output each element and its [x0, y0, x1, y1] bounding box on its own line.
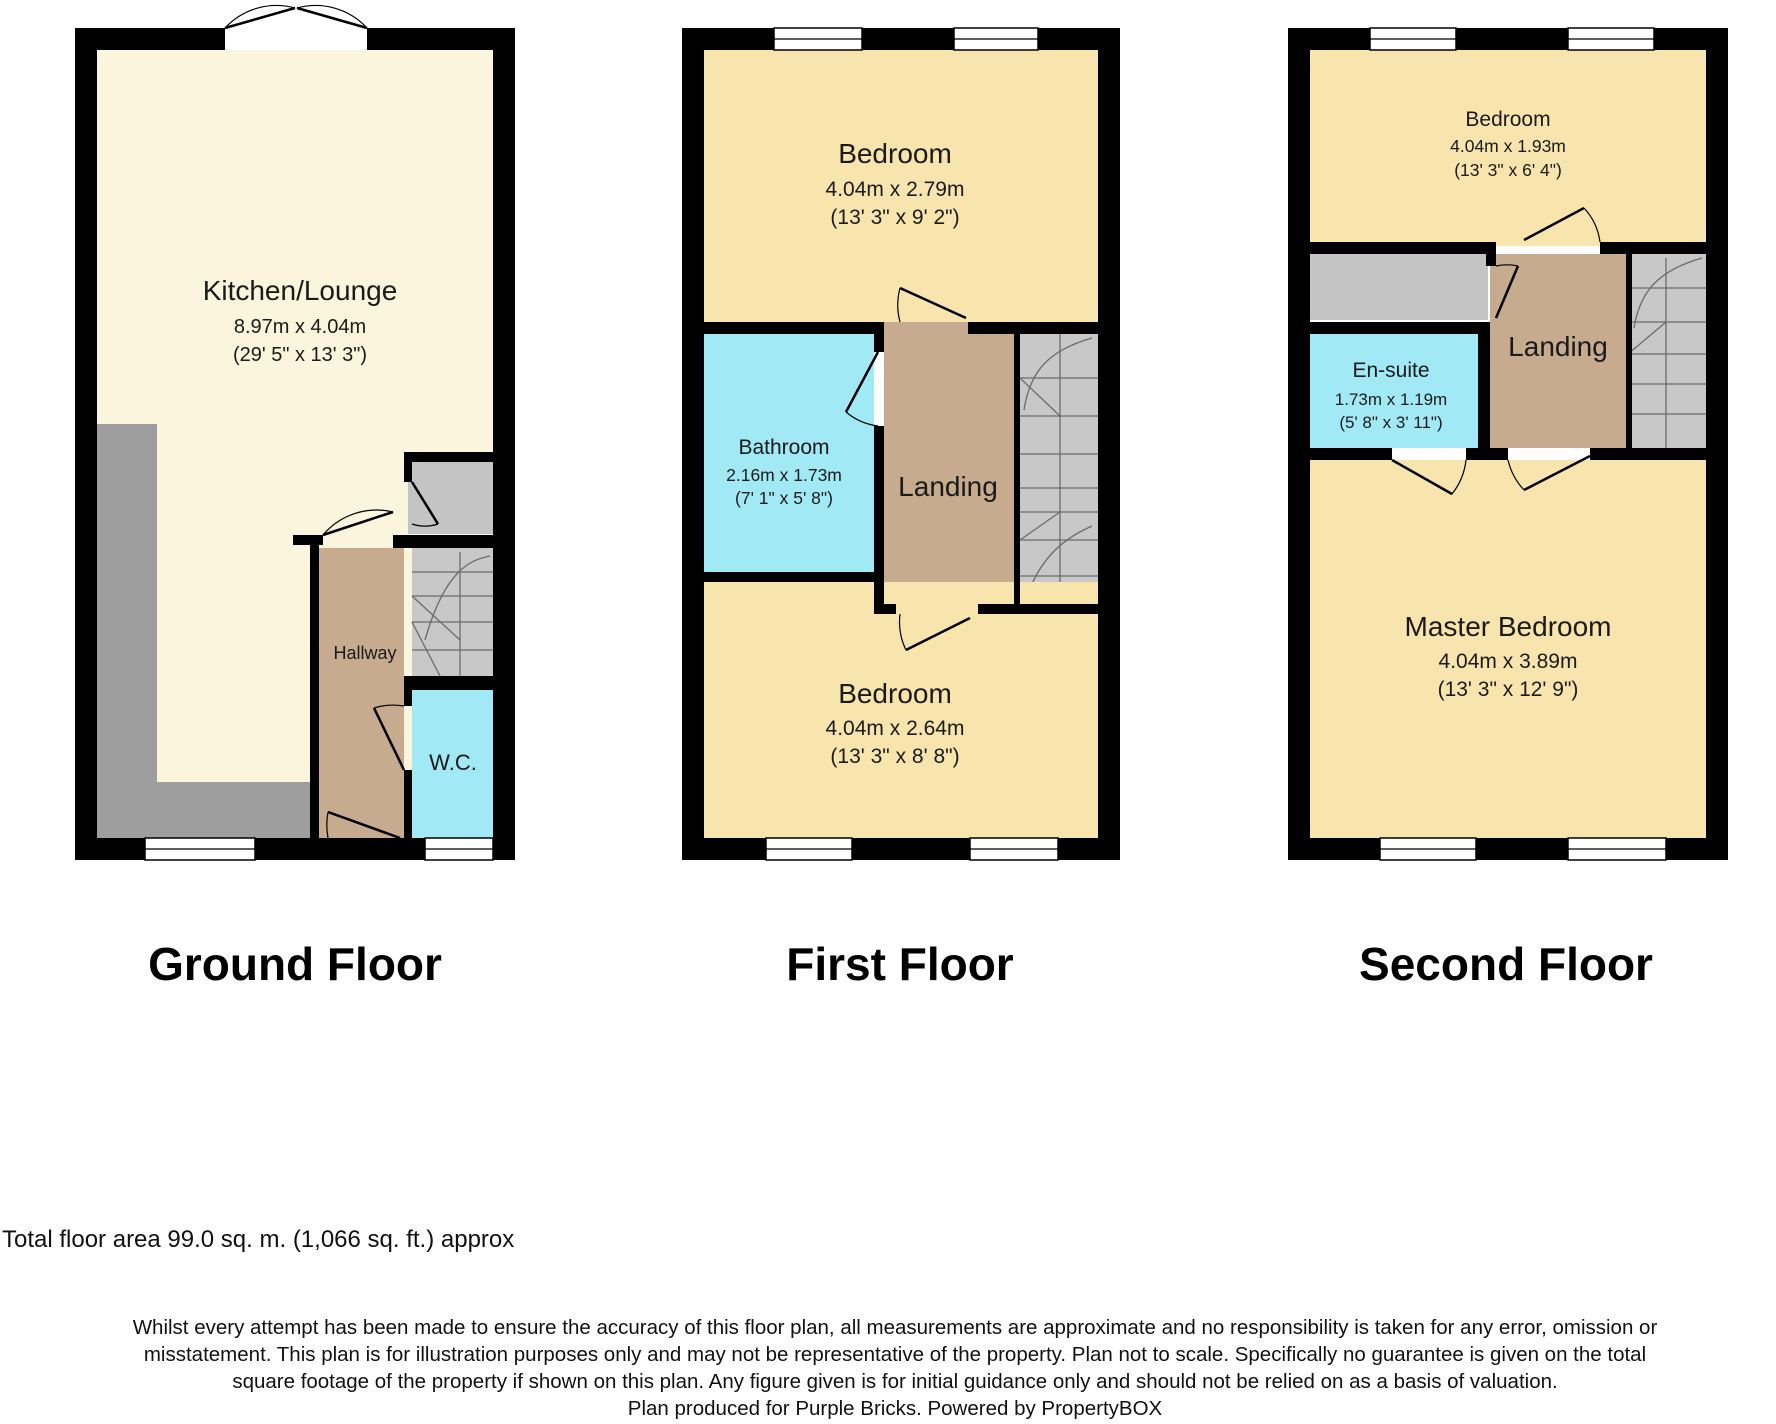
bathroom-room: [704, 334, 874, 572]
first-stairs: [1020, 334, 1098, 614]
second-windows: [1369, 27, 1667, 861]
ground-windows: [144, 837, 494, 861]
kitchen-lounge-label: Kitchen/Lounge: [203, 275, 398, 306]
bathroom-imperial: (7' 1" x 5' 8"): [735, 488, 833, 508]
first-doors: [844, 286, 971, 652]
ensuite-metric: 1.73m x 1.19m: [1335, 390, 1447, 409]
second-bedroom-room: [1310, 50, 1706, 246]
ground-floor-title: Ground Floor: [148, 938, 442, 990]
second-exterior-walls: [1288, 28, 1728, 860]
second-interior-walls: [1310, 242, 1706, 460]
kitchen-lounge-imperial: (29' 5" x 13' 3"): [233, 344, 367, 366]
first-bedroom-top-room: [704, 50, 1098, 322]
ensuite-room: [1310, 334, 1478, 448]
second-bedroom-imperial: (13' 3" x 6' 4"): [1454, 160, 1562, 180]
first-bedroom-top-metric: 4.04m x 2.79m: [826, 178, 965, 201]
bathroom-metric: 2.16m x 1.73m: [726, 465, 842, 485]
ensuite-imperial: (5' 8" x 3' 11"): [1339, 413, 1442, 432]
first-bedroom-bottom-room: [704, 582, 1098, 838]
ensuite-label: En-suite: [1352, 359, 1429, 382]
second-landing-room: [1490, 254, 1628, 448]
second-stairs: [1628, 254, 1706, 448]
first-exterior-walls: [682, 28, 1120, 860]
first-bedroom-bottom-imperial: (13' 3" x 8' 8"): [830, 745, 959, 768]
first-landing-room: [884, 322, 1020, 614]
second-floor-title: Second Floor: [1359, 938, 1653, 990]
ground-interior-walls: [293, 452, 493, 838]
disclaimer: Whilst every attempt has been made to en…: [20, 1314, 1770, 1422]
second-bedroom-label: Bedroom: [1465, 108, 1550, 131]
hallway-label: Hallway: [333, 643, 396, 663]
first-landing-label: Landing: [898, 471, 998, 502]
total-floor-area: Total floor area 99.0 sq. m. (1,066 sq. …: [2, 1226, 515, 1253]
second-doors: [1391, 206, 1601, 496]
kitchen-worktop: [97, 424, 310, 838]
hallway-room: [318, 548, 404, 858]
master-bedroom-metric: 4.04m x 3.89m: [1439, 650, 1578, 673]
first-bedroom-bottom-label: Bedroom: [838, 678, 952, 709]
second-floor-plan: Bedroom 4.04m x 1.93m (13' 3" x 6' 4") E…: [1288, 27, 1728, 990]
first-floor-plan: Bedroom 4.04m x 2.79m (13' 3" x 9' 2") B…: [682, 27, 1120, 990]
disclaimer-line-3: square footage of the property if shown …: [232, 1370, 1558, 1393]
ground-stairs: [412, 548, 493, 676]
ground-floor-plan: Kitchen/Lounge 8.97m x 4.04m (29' 5" x 1…: [75, 4, 515, 990]
wc-label: W.C.: [429, 750, 477, 775]
first-stairs-lines: [1019, 334, 1098, 614]
wc-room: [412, 690, 493, 838]
master-bedroom-label: Master Bedroom: [1405, 611, 1612, 642]
first-bedroom-bottom-metric: 4.04m x 2.64m: [826, 717, 965, 740]
ground-stairs-lines: [411, 552, 493, 677]
second-landing-label: Landing: [1508, 331, 1608, 362]
ground-doors: [224, 4, 440, 840]
disclaimer-line-4: Plan produced for Purple Bricks. Powered…: [627, 1397, 1163, 1420]
master-bedroom-room: [1310, 460, 1706, 838]
first-interior-walls: [704, 322, 1098, 614]
first-floor-title: First Floor: [786, 938, 1014, 990]
disclaimer-line-2: misstatement. This plan is for illustrat…: [143, 1343, 1647, 1366]
disclaimer-line-1: Whilst every attempt has been made to en…: [132, 1316, 1658, 1339]
kitchen-lounge-metric: 8.97m x 4.04m: [234, 316, 366, 338]
first-bedroom-top-label: Bedroom: [838, 138, 952, 169]
second-storage: [1310, 254, 1488, 320]
master-bedroom-imperial: (13' 3" x 12' 9"): [1438, 678, 1579, 701]
bathroom-label: Bathroom: [738, 436, 829, 459]
first-bedroom-top-imperial: (13' 3" x 9' 2"): [830, 206, 959, 229]
first-windows: [765, 27, 1059, 861]
second-bedroom-metric: 4.04m x 1.93m: [1450, 136, 1566, 156]
ground-exterior-walls: [75, 28, 515, 860]
second-stairs-lines: [1627, 257, 1706, 448]
